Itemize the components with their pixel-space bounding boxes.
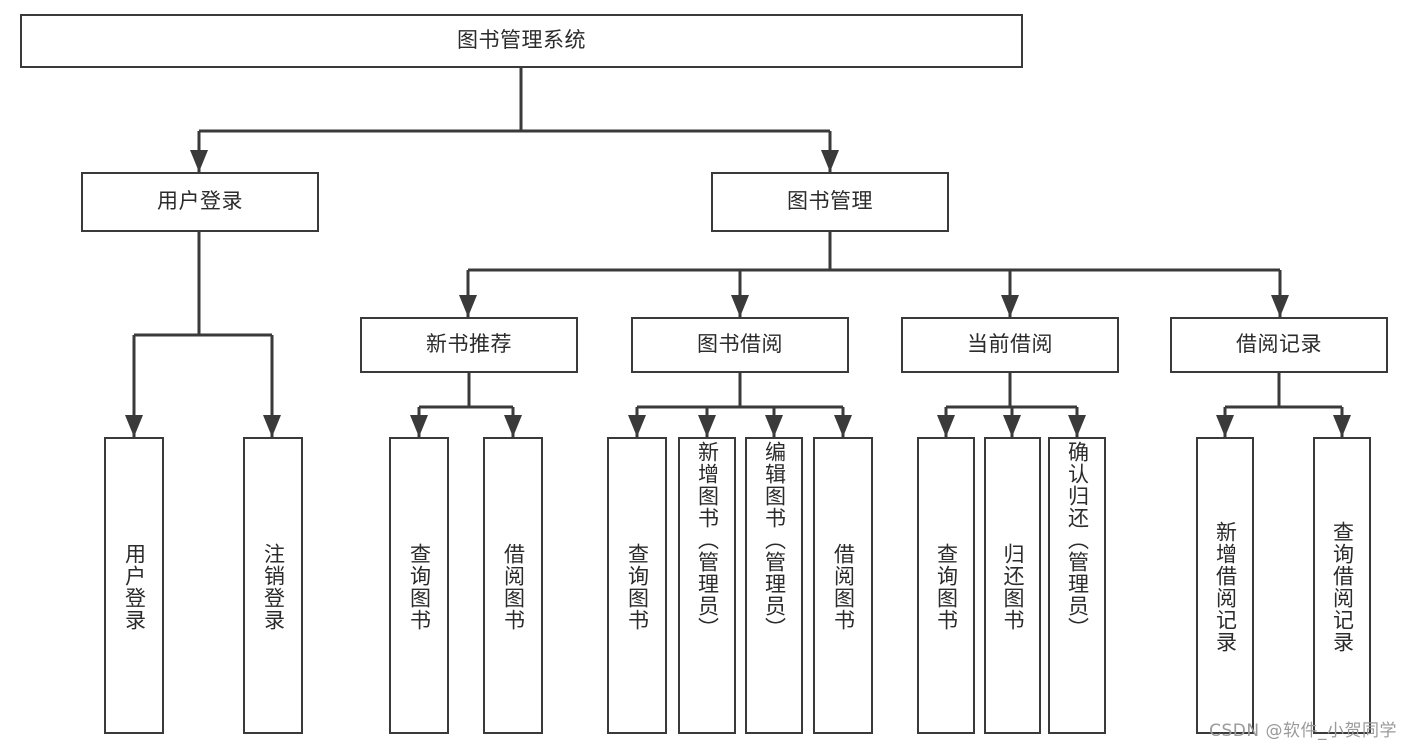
node-label: 用户登录 xyxy=(157,189,243,214)
arrowhead-book_borrow_to_leaves-1 xyxy=(698,415,716,437)
node-label: 注销登录 xyxy=(261,542,286,631)
node-label: 查询借阅记录 xyxy=(1330,520,1355,653)
node-label: 查询图书 xyxy=(407,542,432,631)
node-label: 新增图书（管理员） xyxy=(695,441,720,639)
node-leaf-borrow-book-1: 借阅图书 xyxy=(483,437,543,734)
node-leaf-borrow-book-2: 借阅图书 xyxy=(813,437,873,734)
node-leaf-user-login: 用户登录 xyxy=(104,437,164,734)
node-label: 借阅记录 xyxy=(1236,332,1322,357)
node-leaf-logout-login: 注销登录 xyxy=(243,437,303,734)
arrowhead-current_borrow_to_leaves-1 xyxy=(1003,415,1021,437)
node-label: 查询图书 xyxy=(625,542,650,631)
arrowhead-level1_to_level2-1 xyxy=(731,295,749,317)
node-label: 用户登录 xyxy=(122,542,147,631)
node-new-book-recommend: 新书推荐 xyxy=(360,317,578,373)
node-current-borrow: 当前借阅 xyxy=(901,317,1119,373)
node-label: 借阅图书 xyxy=(501,542,526,631)
node-book-borrow: 图书借阅 xyxy=(631,317,849,373)
node-leaf-confirm-return-admin: 确认归还（管理员） xyxy=(1048,437,1106,734)
node-label: 新增借阅记录 xyxy=(1213,520,1238,653)
node-label: 新书推荐 xyxy=(426,332,512,357)
arrowhead-level1_to_level2-2 xyxy=(1001,295,1019,317)
arrowhead-new_book_recommend_to_leaves-1 xyxy=(504,415,522,437)
arrowhead-level1_to_level2-0 xyxy=(459,295,477,317)
node-label: 查询图书 xyxy=(934,542,959,631)
node-leaf-query-book-3: 查询图书 xyxy=(917,437,975,734)
arrowhead-new_book_recommend_to_leaves-0 xyxy=(410,415,428,437)
node-root: 图书管理系统 xyxy=(20,14,1023,68)
arrowhead-root_to_level1-1 xyxy=(821,150,839,172)
node-label: 编辑图书（管理员） xyxy=(762,441,787,639)
arrowhead-book_borrow_to_leaves-3 xyxy=(834,415,852,437)
arrowhead-user_login_to_leaves-1 xyxy=(263,415,281,437)
arrowhead-book_borrow_to_leaves-0 xyxy=(628,415,646,437)
node-leaf-return-book: 归还图书 xyxy=(984,437,1041,734)
node-borrow-record: 借阅记录 xyxy=(1170,317,1388,373)
node-book-manage: 图书管理 xyxy=(711,172,949,232)
arrowhead-borrow_record_to_leaves-1 xyxy=(1333,415,1351,437)
node-leaf-add-book-admin: 新增图书（管理员） xyxy=(678,437,736,734)
node-label: 借阅图书 xyxy=(831,542,856,631)
arrowhead-borrow_record_to_leaves-0 xyxy=(1216,415,1234,437)
arrowhead-book_borrow_to_leaves-2 xyxy=(765,415,783,437)
node-leaf-query-book-1: 查询图书 xyxy=(389,437,449,734)
node-label: 图书管理系统 xyxy=(457,28,586,53)
arrowhead-current_borrow_to_leaves-2 xyxy=(1068,415,1086,437)
node-leaf-edit-book-admin: 编辑图书（管理员） xyxy=(745,437,803,734)
watermark: CSDN @软件_小贺同学 xyxy=(1209,721,1397,741)
node-label: 确认归还（管理员） xyxy=(1065,441,1090,639)
node-label: 归还图书 xyxy=(1000,542,1025,631)
node-label: 图书借阅 xyxy=(697,332,783,357)
arrowhead-user_login_to_leaves-0 xyxy=(125,415,143,437)
node-label: 图书管理 xyxy=(787,189,873,214)
node-user-login: 用户登录 xyxy=(81,172,319,232)
node-leaf-query-borrow-record: 查询借阅记录 xyxy=(1313,437,1371,734)
node-leaf-add-borrow-record: 新增借阅记录 xyxy=(1196,437,1254,734)
arrowhead-level1_to_level2-3 xyxy=(1271,295,1289,317)
arrowhead-root_to_level1-0 xyxy=(190,150,208,172)
node-label: 当前借阅 xyxy=(967,332,1053,357)
arrowhead-current_borrow_to_leaves-0 xyxy=(937,415,955,437)
node-leaf-query-book-2: 查询图书 xyxy=(607,437,667,734)
